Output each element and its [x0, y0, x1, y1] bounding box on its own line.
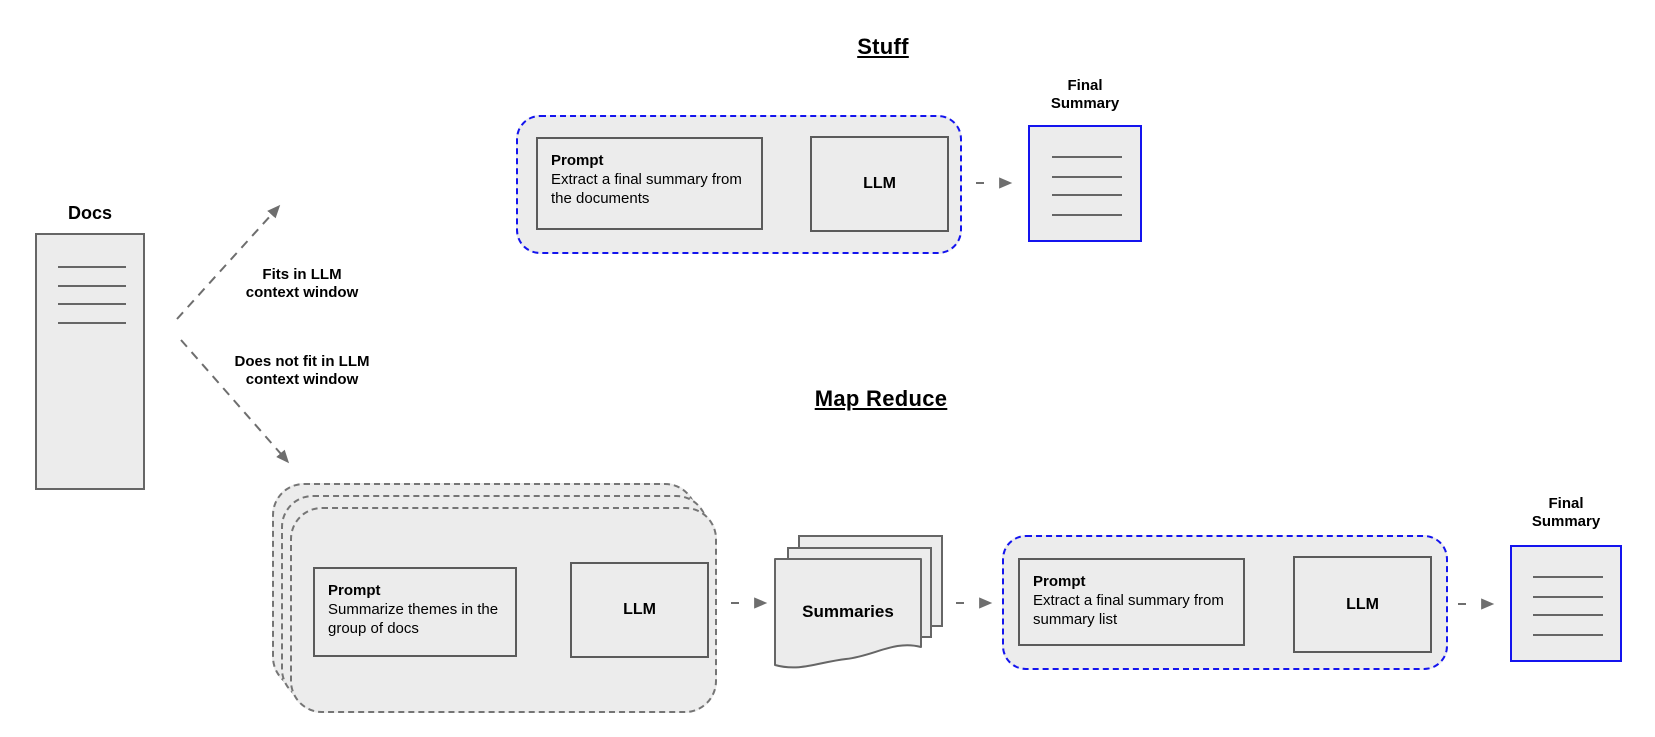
- fits-branch-label: Fits in LLM context window: [222, 266, 382, 302]
- docs-label: Docs: [67, 203, 112, 223]
- summaries-sheet-front: [774, 558, 922, 669]
- doc-text-line: [58, 285, 126, 287]
- map-reduce-final-summary-label: Final Summary: [1511, 495, 1621, 531]
- stuff-final-summary-label-line2: Summary: [1050, 95, 1120, 112]
- map-reduce-final-summary-label-line2: Summary: [1531, 513, 1601, 530]
- fits-branch-label-line1: Fits in LLM: [262, 266, 342, 283]
- stuff-final-summary-label: Final Summary: [1030, 77, 1140, 113]
- map-prompt-body: Summarize themes in the group of docs: [328, 601, 499, 637]
- doc-text-line: [1052, 176, 1122, 178]
- stuff-prompt-title: Prompt: [551, 152, 604, 169]
- map-llm-box: LLM: [570, 562, 709, 658]
- stuff-prompt-body: Extract a final summary from the documen…: [551, 171, 742, 207]
- reduce-prompt-title: Prompt: [1033, 573, 1086, 590]
- doc-text-line: [58, 303, 126, 305]
- doc-text-line: [1052, 214, 1122, 216]
- stuff-final-summary-label-line1: Final: [1067, 77, 1103, 94]
- doc-text-line: [1052, 156, 1122, 158]
- map-reduce-final-summary-label-line1: Final: [1548, 495, 1584, 512]
- map-reduce-title: Map Reduce: [814, 386, 948, 411]
- doc-text-line: [58, 266, 126, 268]
- doc-text-line: [1533, 596, 1603, 598]
- not-fit-branch-label-line1: Does not fit in LLM: [234, 353, 370, 370]
- map-prompt-title: Prompt: [328, 582, 381, 599]
- doc-text-line: [1052, 194, 1122, 196]
- reduce-prompt-body: Extract a final summary from summary lis…: [1033, 592, 1224, 628]
- stuff-prompt-box: Prompt Extract a final summary from the …: [536, 137, 763, 230]
- fits-branch-arrow: [176, 204, 281, 320]
- fits-branch-label-line2: context window: [245, 284, 359, 301]
- docs-document: [35, 233, 145, 490]
- not-fit-branch-label-line2: context window: [245, 371, 359, 388]
- not-fit-branch-label: Does not fit in LLM context window: [212, 353, 392, 389]
- stuff-final-summary-document: [1028, 125, 1142, 242]
- doc-text-line: [58, 322, 126, 324]
- stuff-llm-box: LLM: [810, 136, 949, 232]
- doc-text-line: [1533, 634, 1603, 636]
- reduce-llm-box: LLM: [1293, 556, 1432, 653]
- reduce-prompt-box: Prompt Extract a final summary from summ…: [1018, 558, 1245, 646]
- stuff-title: Stuff: [857, 34, 909, 59]
- doc-text-line: [1533, 576, 1603, 578]
- map-reduce-final-summary-document: [1510, 545, 1622, 662]
- map-prompt-box: Prompt Summarize themes in the group of …: [313, 567, 517, 657]
- doc-text-line: [1533, 614, 1603, 616]
- summaries-label: Summaries: [802, 602, 894, 621]
